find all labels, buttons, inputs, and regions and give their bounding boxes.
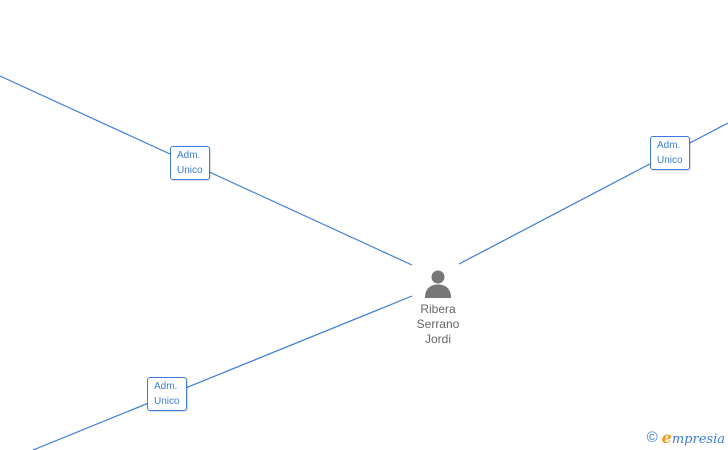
person-name-line: Serrano	[416, 317, 460, 331]
brand-initial: e	[661, 428, 672, 447]
edge-bottom-left	[32, 295, 413, 450]
person-node[interactable]: Ribera Serrano Jordi	[398, 268, 478, 347]
role-line-2: Unico	[154, 396, 180, 407]
role-line-1: Adm.	[177, 150, 201, 161]
role-line-1: Adm.	[154, 381, 178, 392]
role-line-2: Unico	[657, 155, 683, 166]
brand-name: mpresia	[671, 432, 725, 447]
brand-logo[interactable]: empresia	[662, 428, 725, 447]
person-name-line: Jordi	[424, 332, 451, 346]
role-line-2: Unico	[177, 165, 203, 176]
person-name-line: Ribera	[420, 302, 456, 316]
brand-footer: © empresia	[647, 428, 725, 447]
role-label-top-left[interactable]: Adm. Unico	[170, 146, 210, 180]
role-label-top-right[interactable]: Adm. Unico	[650, 136, 690, 170]
person-name: Ribera Serrano Jordi	[398, 302, 478, 347]
copyright-icon: ©	[646, 429, 658, 446]
role-line-1: Adm.	[657, 140, 681, 151]
role-label-bottom-left[interactable]: Adm. Unico	[147, 377, 187, 411]
person-icon	[425, 270, 451, 298]
